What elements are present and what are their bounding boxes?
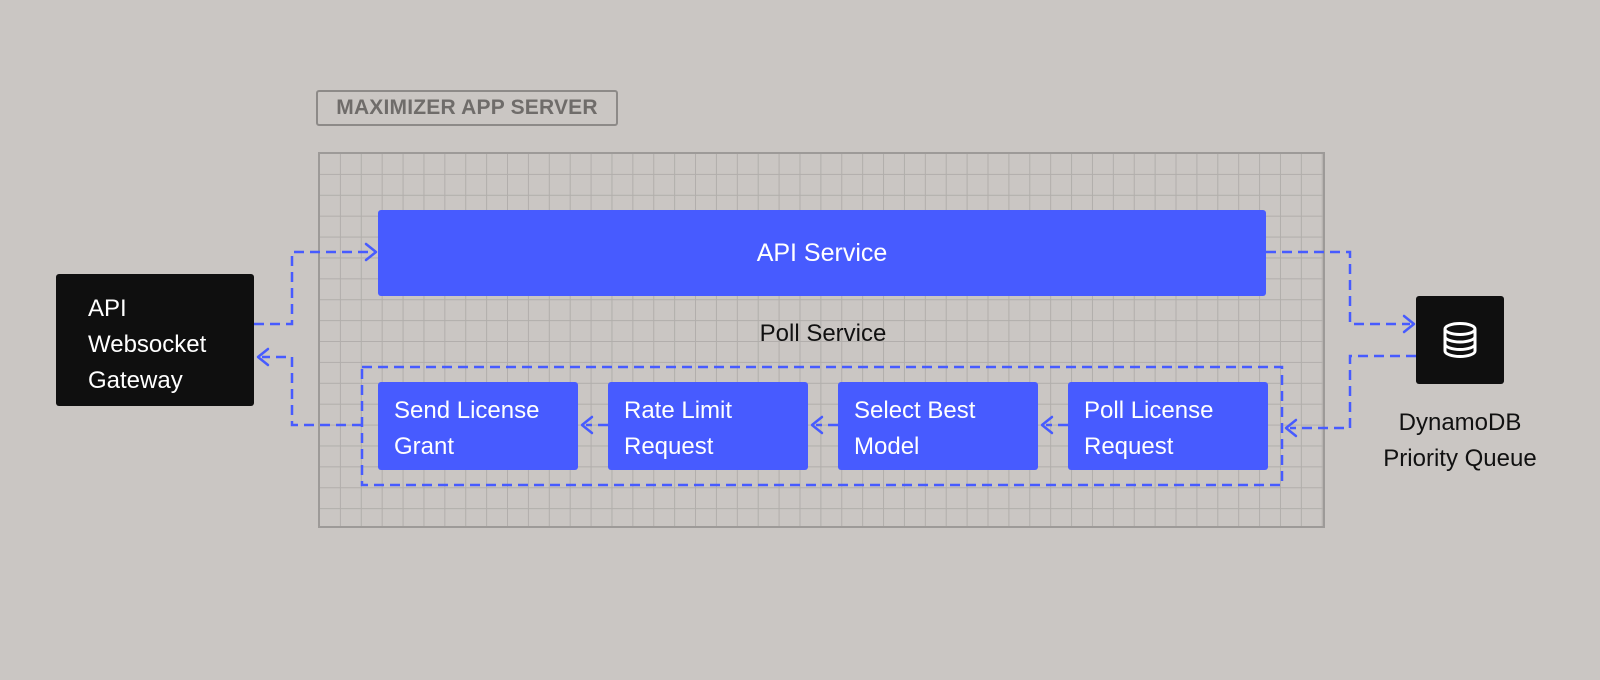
server-label: MAXIMIZER APP SERVER [316, 90, 618, 126]
db-label-line: Priority Queue [1383, 445, 1537, 472]
database-icon [1443, 322, 1477, 359]
arrowhead-rate-left [810, 415, 824, 435]
arrowhead-select-left [1040, 415, 1054, 435]
step-select-best-model[interactable]: Select Best Model [838, 382, 1038, 470]
dynamodb-label: DynamoDB Priority Queue [1360, 405, 1560, 477]
gateway-line: API [88, 295, 127, 322]
db-to-poll-connector [1290, 354, 1416, 430]
step-line: Request [624, 433, 714, 460]
db-label-line: DynamoDB [1398, 409, 1522, 436]
step-rate-limit-request[interactable]: Rate Limit Request [608, 382, 808, 470]
api-service-label: API Service [756, 238, 888, 267]
dynamodb-node[interactable] [1416, 296, 1504, 384]
arrowhead-api-left [364, 242, 378, 262]
step-poll-license-request[interactable]: Poll License Request [1068, 382, 1268, 470]
arrowhead-send-left [580, 415, 594, 435]
gateway-line: Websocket [88, 331, 207, 358]
step-line: Grant [394, 433, 455, 460]
step-send-license-grant[interactable]: Send License Grant [378, 382, 578, 470]
api-to-db-connector [1266, 250, 1410, 326]
api-websocket-gateway[interactable]: API Websocket Gateway [56, 274, 254, 406]
gateway-line: Gateway [88, 367, 183, 394]
poll-service-title: Poll Service [759, 320, 887, 347]
step-line: Poll License [1084, 397, 1214, 424]
step-line: Model [854, 433, 920, 460]
api-service-box[interactable]: API Service [378, 210, 1266, 296]
step-line: Rate Limit [624, 397, 733, 424]
gateway-to-api-connector [254, 250, 372, 326]
step-line: Send License [394, 397, 540, 424]
arrowhead-db-right [1402, 314, 1416, 334]
arrowhead-poll-right [1284, 418, 1298, 438]
step-line: Select Best [854, 397, 976, 424]
step-line: Request [1084, 433, 1174, 460]
send-grant-to-gateway-connector [262, 355, 362, 427]
arrowhead-gateway-left [256, 347, 270, 367]
